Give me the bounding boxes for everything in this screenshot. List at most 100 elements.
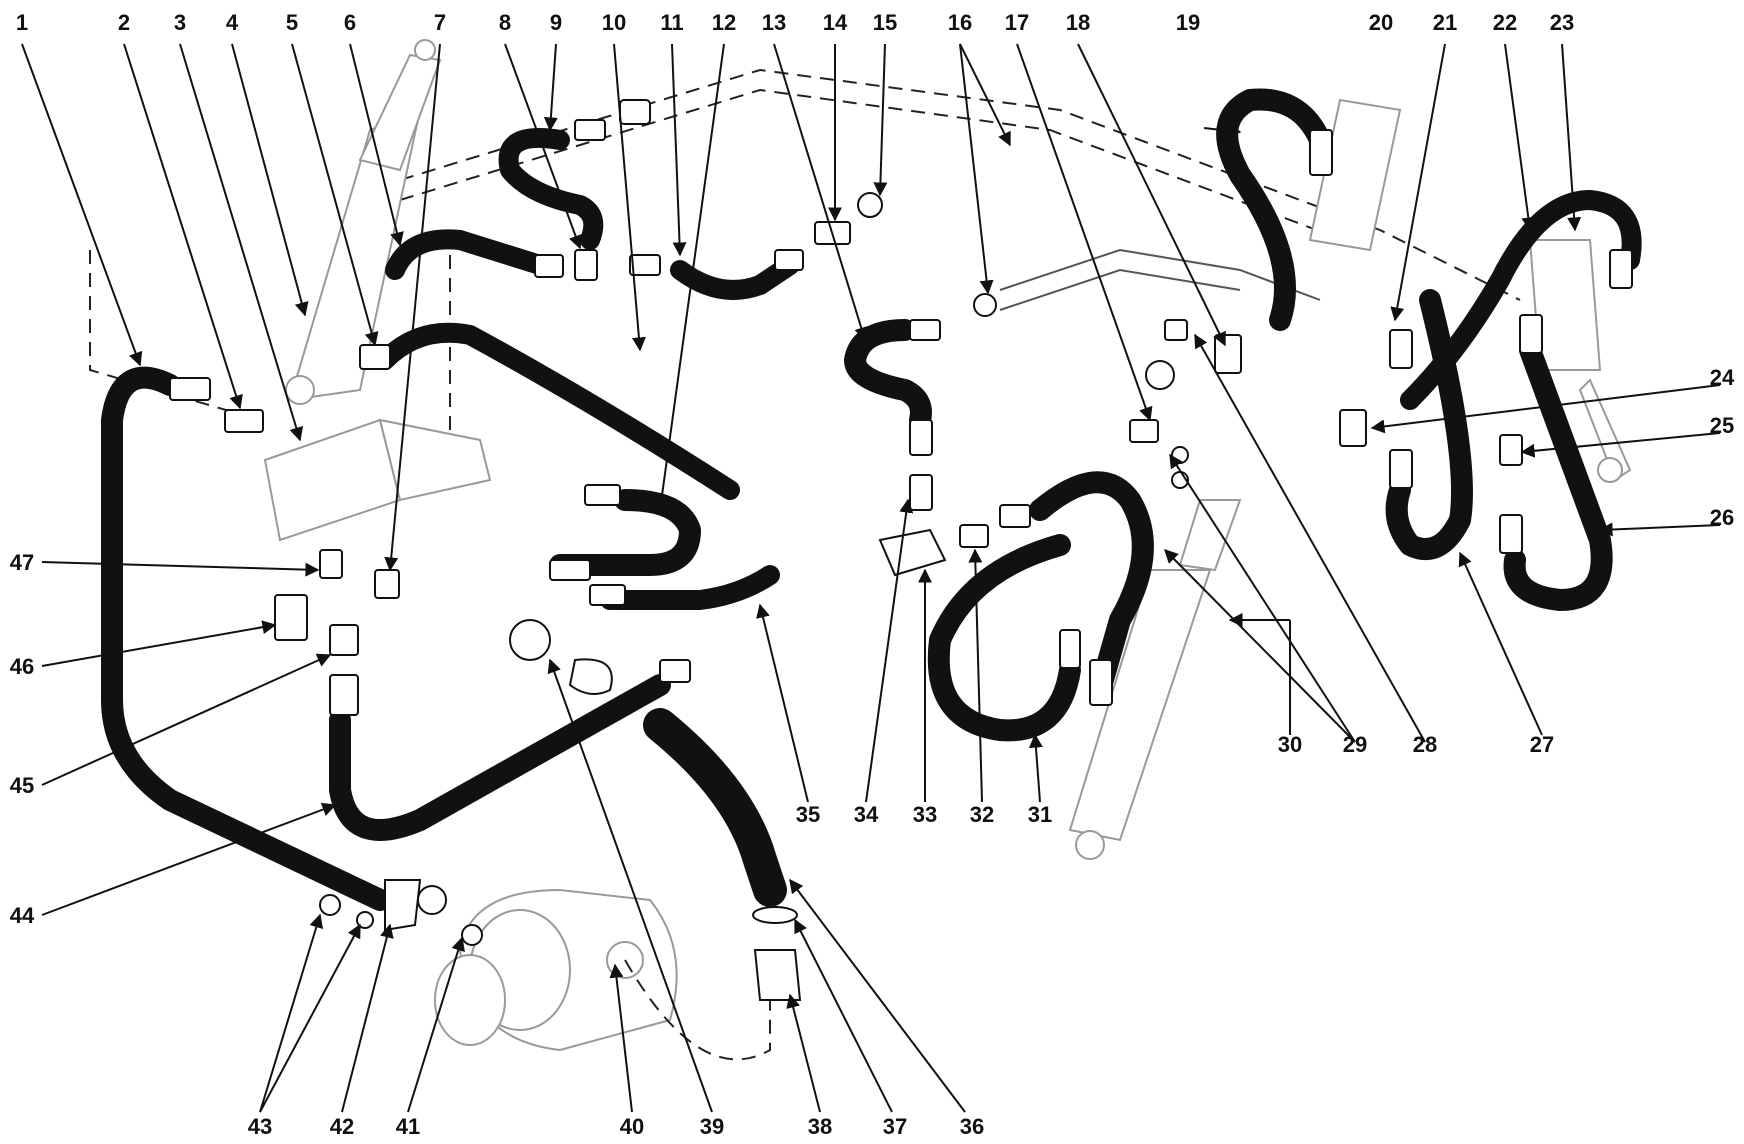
fitting-17 — [1129, 419, 1159, 443]
hose-9 — [498, 128, 604, 250]
fitting-23 — [1519, 314, 1543, 354]
hose-26 — [1503, 339, 1613, 611]
callout-37: 37 — [883, 1114, 907, 1139]
fitting-26 — [1499, 514, 1523, 554]
callout-7: 7 — [434, 10, 446, 35]
fitting-11b — [774, 249, 804, 271]
callout-2: 2 — [118, 10, 130, 35]
fitting-6 — [534, 254, 564, 278]
fitting-11a — [629, 254, 661, 276]
callout-18: 18 — [1066, 10, 1090, 35]
callout-32: 32 — [970, 802, 994, 827]
callout-36: 36 — [960, 1114, 984, 1139]
fitting-1 — [169, 377, 211, 401]
callout-6: 6 — [344, 10, 356, 35]
callout-17: 17 — [1005, 10, 1029, 35]
hose-31 — [927, 534, 1081, 742]
fitting-29b — [1089, 659, 1113, 706]
fitting-45 — [329, 624, 359, 656]
o-ring-41 — [461, 924, 483, 946]
callout-22: 22 — [1493, 10, 1517, 35]
callout-9: 9 — [550, 10, 562, 35]
callout-19: 19 — [1176, 10, 1200, 35]
fitting-24 — [1339, 409, 1367, 447]
callout-40: 40 — [620, 1114, 644, 1139]
hose-11 — [670, 255, 800, 300]
flange-bore — [417, 885, 447, 915]
washer-43 — [356, 911, 374, 929]
fitting-12b — [584, 484, 621, 506]
hoses — [101, 88, 1642, 911]
callout-27: 27 — [1530, 732, 1554, 757]
callout-24: 24 — [1710, 365, 1735, 390]
fitting-27 — [1389, 449, 1413, 489]
fitting-32 — [959, 524, 989, 548]
callout-16: 16 — [948, 10, 972, 35]
callout-38: 38 — [808, 1114, 832, 1139]
hose-29 — [1029, 471, 1154, 701]
callout-47: 47 — [10, 550, 34, 575]
callout-34: 34 — [854, 802, 879, 827]
hose-6 — [385, 229, 550, 280]
hose-35 — [600, 565, 780, 610]
callout-35: 35 — [796, 802, 820, 827]
fitting-7 — [374, 569, 400, 599]
fitting-28 — [1164, 319, 1188, 341]
fitting-9b — [619, 99, 651, 125]
callout-41: 41 — [396, 1114, 420, 1139]
callout-1: 1 — [16, 10, 28, 35]
hose-19 — [1216, 88, 1331, 331]
valve-block-ghost — [263, 418, 492, 542]
fitting-22 — [1609, 249, 1633, 289]
callout-23: 23 — [1550, 10, 1574, 35]
right-cylinder-ghost-lower — [1068, 499, 1242, 860]
fitting-2 — [224, 409, 264, 433]
callout-3: 3 — [174, 10, 186, 35]
hose-5 — [375, 322, 740, 500]
callout-26: 26 — [1710, 505, 1734, 530]
callout-10: 10 — [602, 10, 626, 35]
hydraulic-pump — [434, 888, 771, 1061]
fitting-21 — [1389, 329, 1413, 369]
fitting-35 — [589, 584, 626, 606]
fitting-29a — [999, 504, 1031, 528]
fitting-16 — [973, 293, 997, 317]
fitting-31 — [1059, 629, 1081, 669]
callout-29: 29 — [1343, 732, 1367, 757]
callout-46: 46 — [10, 654, 34, 679]
callout-43: 43 — [248, 1114, 272, 1139]
fitting-15 — [857, 192, 883, 218]
callout-14: 14 — [823, 10, 848, 35]
callout-labels: 1 2 3 4 5 6 7 8 9 10 11 12 13 14 15 16 1… — [10, 10, 1735, 1139]
callout-11: 11 — [660, 10, 683, 35]
callout-12: 12 — [712, 10, 736, 35]
callout-28: 28 — [1413, 732, 1437, 757]
callout-13: 13 — [762, 10, 786, 35]
tee-33 — [878, 528, 947, 577]
left-cylinder-ghost — [285, 39, 442, 405]
fitting-12 — [549, 559, 591, 581]
callout-15: 15 — [873, 10, 897, 35]
fitting-19 — [1309, 129, 1333, 176]
hose-27 — [1385, 289, 1473, 560]
fitting-13 — [909, 319, 941, 341]
fitting-34 — [909, 474, 933, 511]
callout-25: 25 — [1710, 413, 1734, 438]
callout-30: 30 — [1278, 732, 1302, 757]
fitting-18 — [1214, 334, 1242, 374]
callout-45: 45 — [10, 773, 34, 798]
callout-39: 39 — [700, 1114, 724, 1139]
callout-8: 8 — [499, 10, 511, 35]
hose-12 — [549, 489, 701, 576]
fitting-46 — [274, 594, 308, 641]
callout-31: 31 — [1028, 802, 1052, 827]
hose-44 — [329, 674, 671, 841]
sleeve-39 — [568, 658, 613, 695]
callout-5: 5 — [286, 10, 298, 35]
hose-13 — [844, 319, 932, 431]
fitting-25 — [1499, 434, 1523, 466]
fitting-5 — [359, 344, 391, 370]
fitting-8 — [574, 249, 598, 281]
callout-42: 42 — [330, 1114, 354, 1139]
